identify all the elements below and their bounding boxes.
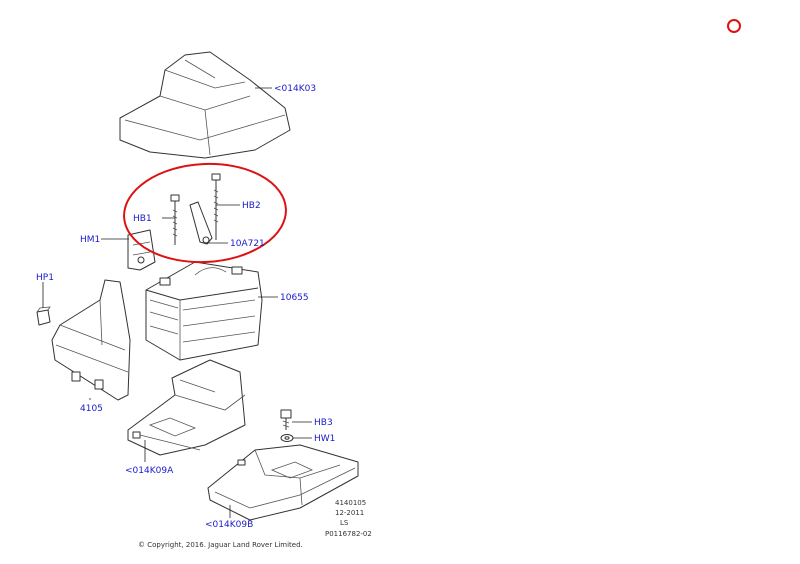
callout-014K09A[interactable]: <014K09A <box>125 466 174 476</box>
callout-HW1[interactable]: HW1 <box>314 434 335 444</box>
callout-HP1[interactable]: HP1 <box>36 273 54 283</box>
battery-clamp[interactable] <box>189 201 213 245</box>
highlight-ellipse <box>123 162 287 264</box>
callout-10A721[interactable]: 10A721 <box>230 239 265 249</box>
ref-line-3: LS <box>340 519 349 527</box>
callout-10655[interactable]: 10655 <box>280 293 309 303</box>
callout-4105[interactable]: 4105 <box>80 404 103 414</box>
heat-shield[interactable] <box>51 279 131 401</box>
bolt-hb3[interactable] <box>280 409 292 430</box>
battery-tray[interactable] <box>127 359 246 456</box>
ref-line-4: P0116782-02 <box>325 530 372 538</box>
callout-HB3[interactable]: HB3 <box>314 418 333 428</box>
washer-hw1[interactable] <box>280 434 294 442</box>
marker-circle[interactable] <box>727 19 741 33</box>
callout-014K03[interactable]: <014K03 <box>274 84 316 94</box>
ref-line-1: 4140105 <box>335 499 366 507</box>
hold-down-bolt-hb1[interactable] <box>170 194 180 245</box>
hold-down-bolt-hb2[interactable] <box>211 173 221 240</box>
plug-hp1[interactable] <box>36 306 51 326</box>
leader-lines <box>42 87 312 518</box>
battery-cover[interactable] <box>119 51 291 159</box>
callout-HM1[interactable]: HM1 <box>80 235 100 245</box>
ref-line-2: 12-2011 <box>335 509 364 517</box>
battery-base-plate[interactable] <box>207 444 359 521</box>
callout-HB2[interactable]: HB2 <box>242 201 261 211</box>
battery[interactable] <box>145 261 263 361</box>
callout-HB1[interactable]: HB1 <box>133 214 152 224</box>
callout-014K09B[interactable]: <014K09B <box>205 520 253 530</box>
copyright: © Copyright, 2016. Jaguar Land Rover Lim… <box>138 541 303 549</box>
